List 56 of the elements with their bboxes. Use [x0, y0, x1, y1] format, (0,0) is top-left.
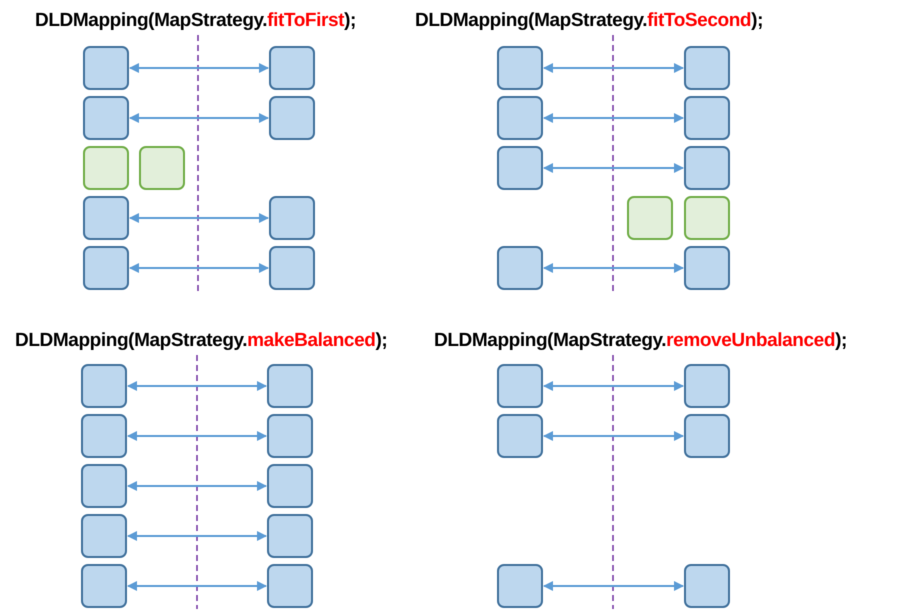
double-arrow	[129, 63, 269, 73]
mapped-box	[497, 246, 543, 290]
unmatched-box	[139, 146, 185, 190]
code-heading: DLDMapping(MapStrategy.fitToSecond);	[415, 10, 763, 32]
mapped-box	[497, 414, 543, 458]
unmatched-box	[83, 146, 129, 190]
mapped-box	[684, 364, 730, 408]
double-arrow	[543, 113, 684, 123]
mapped-box	[684, 414, 730, 458]
mapped-box	[269, 46, 315, 90]
mapped-box	[497, 564, 543, 608]
double-arrow	[127, 531, 267, 541]
code-heading: DLDMapping(MapStrategy.removeUnbalanced);	[434, 330, 847, 352]
mapped-box	[81, 564, 127, 608]
code-heading: DLDMapping(MapStrategy.fitToFirst);	[35, 10, 356, 32]
unmatched-box	[684, 196, 730, 240]
mapped-box	[684, 96, 730, 140]
mapped-box	[267, 414, 313, 458]
mapped-box	[269, 196, 315, 240]
mapped-box	[684, 46, 730, 90]
mapped-box	[684, 246, 730, 290]
mapped-box	[497, 96, 543, 140]
double-arrow	[127, 481, 267, 491]
mapped-box	[269, 96, 315, 140]
unmatched-box	[627, 196, 673, 240]
mapped-box	[267, 514, 313, 558]
mapped-box	[267, 564, 313, 608]
mapped-box	[83, 196, 129, 240]
mapped-box	[81, 364, 127, 408]
double-arrow	[129, 213, 269, 223]
mapped-box	[684, 146, 730, 190]
mapped-box	[81, 514, 127, 558]
double-arrow	[543, 163, 684, 173]
mapped-box	[497, 146, 543, 190]
double-arrow	[127, 381, 267, 391]
mapped-box	[81, 414, 127, 458]
code-heading: DLDMapping(MapStrategy.makeBalanced);	[15, 330, 388, 352]
double-arrow	[543, 581, 684, 591]
mapped-box	[81, 464, 127, 508]
mapped-box	[497, 46, 543, 90]
mapped-box	[83, 96, 129, 140]
mapped-box	[83, 46, 129, 90]
mapped-box	[497, 364, 543, 408]
double-arrow	[543, 431, 684, 441]
mapped-box	[267, 364, 313, 408]
mapped-box	[267, 464, 313, 508]
double-arrow	[543, 63, 684, 73]
double-arrow	[543, 263, 684, 273]
double-arrow	[127, 431, 267, 441]
mapped-box	[269, 246, 315, 290]
mapped-box	[83, 246, 129, 290]
double-arrow	[129, 113, 269, 123]
double-arrow	[543, 381, 684, 391]
mapped-box	[684, 564, 730, 608]
double-arrow	[129, 263, 269, 273]
double-arrow	[127, 581, 267, 591]
